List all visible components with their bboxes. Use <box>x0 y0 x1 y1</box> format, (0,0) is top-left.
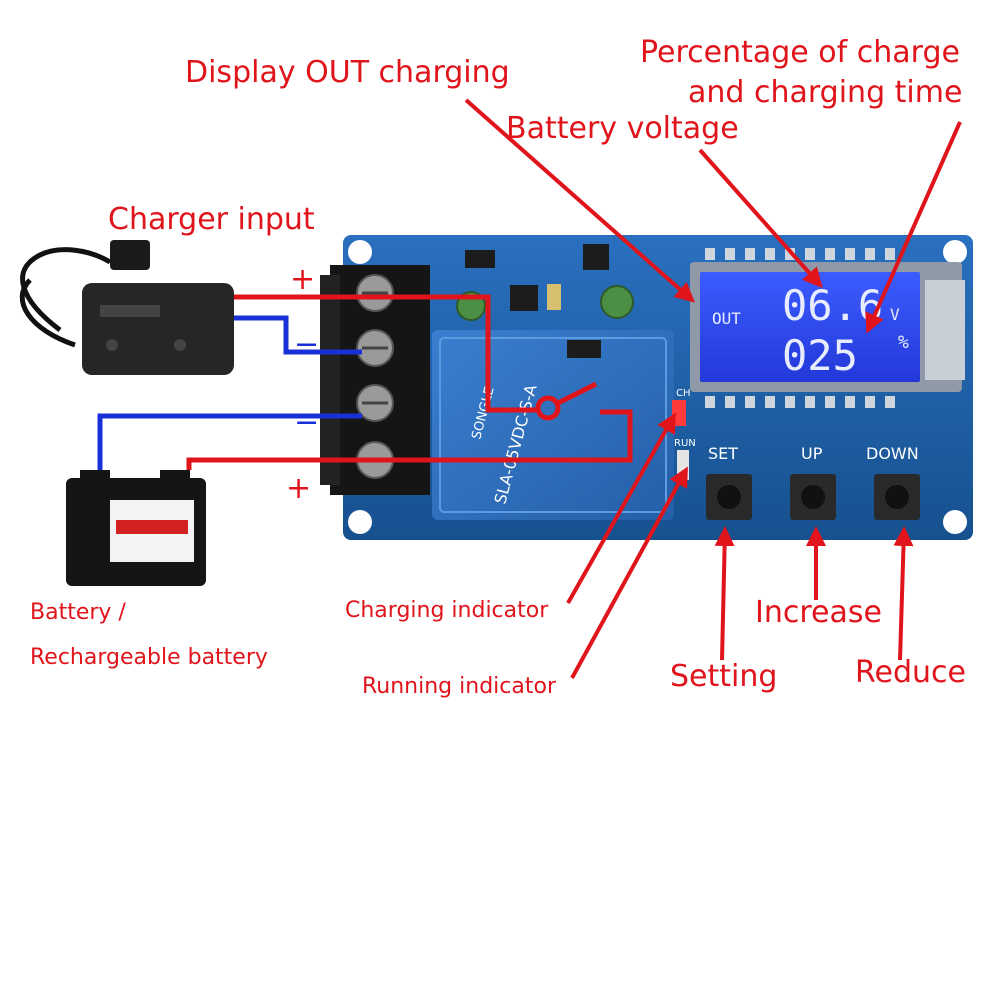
lcd-voltage-unit: V <box>890 305 900 324</box>
terminal-minus-2: − <box>294 405 320 440</box>
buttons: SET UP DOWN <box>706 444 920 520</box>
wiring <box>97 294 633 470</box>
led-run-label: RUN <box>674 438 696 449</box>
down-button[interactable] <box>874 474 920 520</box>
set-button[interactable] <box>706 474 752 520</box>
up-button[interactable] <box>790 474 836 520</box>
callout-arrows <box>464 98 962 679</box>
label-running-indicator: Running indicator <box>362 674 556 699</box>
button-set-label: SET <box>708 444 738 463</box>
charger-adapter-illustration <box>19 240 234 375</box>
label-setting: Setting <box>670 659 778 694</box>
label-battery-line1: Battery / <box>30 600 126 625</box>
label-battery-voltage: Battery voltage <box>506 111 739 146</box>
label-charger-input: Charger input <box>108 202 315 237</box>
terminal-plus-top: + <box>290 262 316 297</box>
lcd-module: OUT 06.6 V 025 % <box>690 248 965 408</box>
label-charging-indicator: Charging indicator <box>345 598 549 623</box>
lcd-out-text: OUT <box>712 309 741 328</box>
battery-illustration <box>66 470 206 586</box>
terminal-block <box>320 265 430 495</box>
label-percentage-line1: Percentage of charge <box>640 35 960 70</box>
lcd-voltage-value: 06.6 <box>782 281 883 330</box>
charging-led <box>672 400 686 426</box>
terminal-minus-1: − <box>294 327 320 362</box>
led-charge-label: CH <box>676 388 691 399</box>
label-percentage-line2: and charging time <box>688 75 963 110</box>
label-reduce: Reduce <box>855 655 966 690</box>
label-increase: Increase <box>755 595 882 630</box>
relay: SLA-05VDC-S-A SONGLE <box>432 330 674 520</box>
button-up-label: UP <box>801 444 823 463</box>
label-battery-line2: Rechargeable battery <box>30 645 268 670</box>
terminal-plus-bottom: + <box>286 471 312 506</box>
button-down-label: DOWN <box>866 444 919 463</box>
label-display-out-charging: Display OUT charging <box>185 55 510 90</box>
lcd-percent-value: 025 <box>782 331 858 380</box>
lcd-percent-unit: % <box>898 332 909 353</box>
